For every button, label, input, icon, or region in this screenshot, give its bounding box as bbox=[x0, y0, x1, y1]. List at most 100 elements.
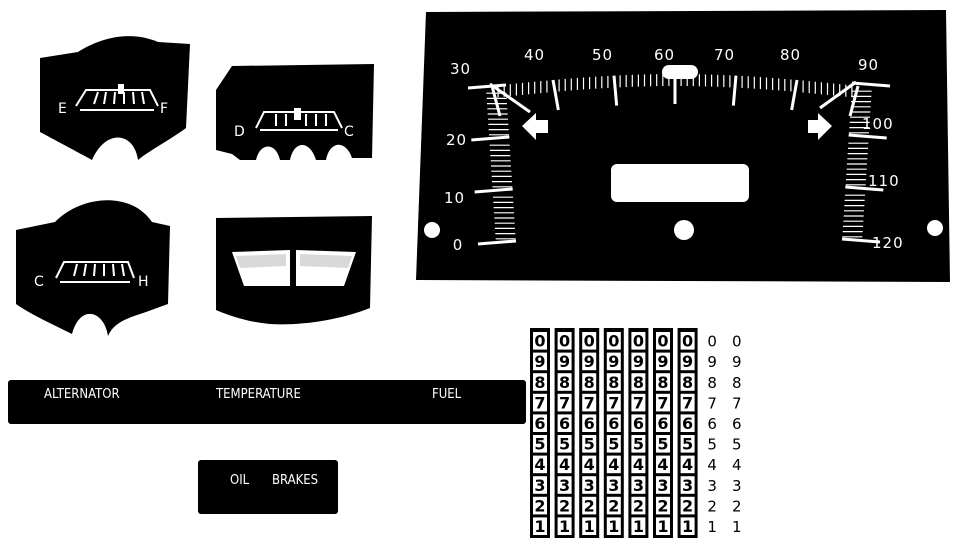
odometer-digit-cell bbox=[557, 373, 572, 391]
odometer-digit-cell bbox=[557, 332, 572, 350]
odometer-digit-cell bbox=[656, 435, 670, 453]
odometer-digit: 0 bbox=[584, 332, 595, 351]
odometer-digit: 5 bbox=[608, 435, 619, 454]
odometer-digit-cell bbox=[656, 332, 670, 350]
odometer-digit-cell bbox=[680, 393, 695, 412]
speedometer-mount-hole-left bbox=[424, 222, 440, 238]
speedometer-tick bbox=[851, 81, 891, 88]
speedometer-label: 50 bbox=[592, 46, 613, 64]
temp-bottom-right-label: H bbox=[138, 274, 149, 290]
odometer-digit-cell bbox=[631, 455, 646, 474]
speedometer-tick bbox=[819, 80, 857, 110]
warning-lens-left bbox=[232, 250, 290, 286]
odometer-digit-cell bbox=[631, 476, 646, 494]
speedometer-tick bbox=[467, 83, 507, 90]
odometer-digit: 8 bbox=[732, 374, 742, 392]
speedometer-tick bbox=[848, 133, 887, 140]
alternator-label: ALTERNATOR bbox=[44, 387, 120, 402]
speedometer-tick bbox=[845, 185, 884, 192]
odometer-digit: 2 bbox=[633, 496, 644, 515]
odometer-digit: 0 bbox=[707, 333, 717, 351]
speedometer-tick bbox=[490, 85, 502, 117]
odometer-digit: 0 bbox=[534, 332, 545, 351]
odometer-digit: 9 bbox=[657, 352, 668, 371]
odometer-digit-cell bbox=[533, 435, 547, 453]
oil-brakes-label-strip: OIL BRAKES bbox=[198, 460, 338, 514]
indicator-label-strip: ALTERNATOR TEMPERATURE FUEL bbox=[8, 380, 526, 424]
odometer-digit: 3 bbox=[707, 477, 717, 495]
odometer-window bbox=[611, 164, 749, 202]
odometer-digit: 4 bbox=[732, 456, 742, 474]
odometer-digit: 7 bbox=[534, 393, 545, 412]
odometer-digit-cell bbox=[557, 455, 572, 474]
speedometer-label: 100 bbox=[862, 115, 894, 133]
odometer-digit-cell bbox=[557, 476, 572, 494]
odometer-digit: 5 bbox=[682, 435, 693, 454]
fuel-empty-label: E bbox=[58, 101, 67, 117]
speedometer-label: 120 bbox=[872, 234, 904, 252]
odometer-digit-cell bbox=[656, 517, 670, 535]
speedometer-label: 60 bbox=[654, 46, 675, 64]
odometer-digit: 5 bbox=[657, 435, 668, 454]
speedometer-tick bbox=[551, 79, 560, 111]
odometer-digit-cell bbox=[582, 393, 597, 412]
speedometer-top-slot bbox=[662, 65, 698, 79]
warning-lens-right bbox=[296, 250, 356, 286]
speedometer-tick bbox=[471, 135, 510, 142]
speedometer-label: 0 bbox=[453, 236, 464, 254]
odometer-digit: 6 bbox=[682, 414, 693, 433]
odometer-digit: 1 bbox=[657, 517, 668, 536]
odometer-digit: 2 bbox=[608, 496, 619, 515]
odometer-digit: 4 bbox=[559, 455, 570, 474]
odometer-digit: 1 bbox=[559, 517, 570, 536]
odometer-digit: 8 bbox=[608, 373, 619, 392]
oil-brakes-strip-plate bbox=[198, 460, 338, 514]
odometer-digit: 6 bbox=[608, 414, 619, 433]
odometer-digit-cell bbox=[606, 496, 621, 515]
odometer-digit-cell bbox=[631, 435, 646, 453]
odometer-digit: 6 bbox=[707, 415, 717, 433]
odometer-digit-cell bbox=[656, 414, 670, 432]
odometer-digit: 5 bbox=[584, 435, 595, 454]
temp-bottom-left-label: C bbox=[34, 274, 44, 290]
odometer-digit: 6 bbox=[633, 414, 644, 433]
odometer-digit-cell bbox=[631, 496, 646, 515]
speedometer-label: 40 bbox=[524, 46, 545, 64]
speedometer-plate bbox=[416, 10, 950, 282]
odometer-digit-cell bbox=[557, 393, 572, 412]
speedometer-tick bbox=[612, 75, 619, 106]
odometer-digit-cell bbox=[533, 455, 547, 474]
temperature-label: TEMPERATURE bbox=[215, 387, 301, 402]
odometer-digit-cell bbox=[631, 352, 646, 371]
odometer-digit: 0 bbox=[657, 332, 668, 351]
odometer-digit-cell bbox=[606, 352, 621, 371]
odometer-digit-cell bbox=[557, 496, 572, 515]
odometer-digit: 4 bbox=[584, 455, 595, 474]
odometer-digit: 2 bbox=[534, 496, 545, 515]
fuel-gauge-full-mark bbox=[118, 84, 124, 94]
speedometer-label: 80 bbox=[780, 46, 801, 64]
odometer-digit: 9 bbox=[633, 352, 644, 371]
odometer-digit-cell bbox=[606, 517, 621, 535]
odometer-digit-cell bbox=[606, 435, 621, 453]
odometer-digit: 9 bbox=[534, 352, 545, 371]
odometer-digit-cell bbox=[656, 352, 670, 371]
brakes-label: BRAKES bbox=[272, 473, 318, 488]
warning-lens-plate bbox=[216, 216, 372, 325]
odometer-digit: 1 bbox=[608, 517, 619, 536]
odometer-digit-cell bbox=[533, 496, 547, 515]
odometer-digit-cell bbox=[533, 517, 547, 535]
speedometer-label: 70 bbox=[714, 46, 735, 64]
odometer-digit: 2 bbox=[657, 496, 668, 515]
odometer-digit: 0 bbox=[633, 332, 644, 351]
odometer-digit-cell bbox=[680, 435, 695, 453]
temp-gauge-bottom-plate bbox=[16, 200, 170, 336]
oil-label: OIL bbox=[230, 473, 250, 488]
odometer-digit: 1 bbox=[682, 517, 693, 536]
left-turn-arrow-icon bbox=[522, 113, 548, 140]
